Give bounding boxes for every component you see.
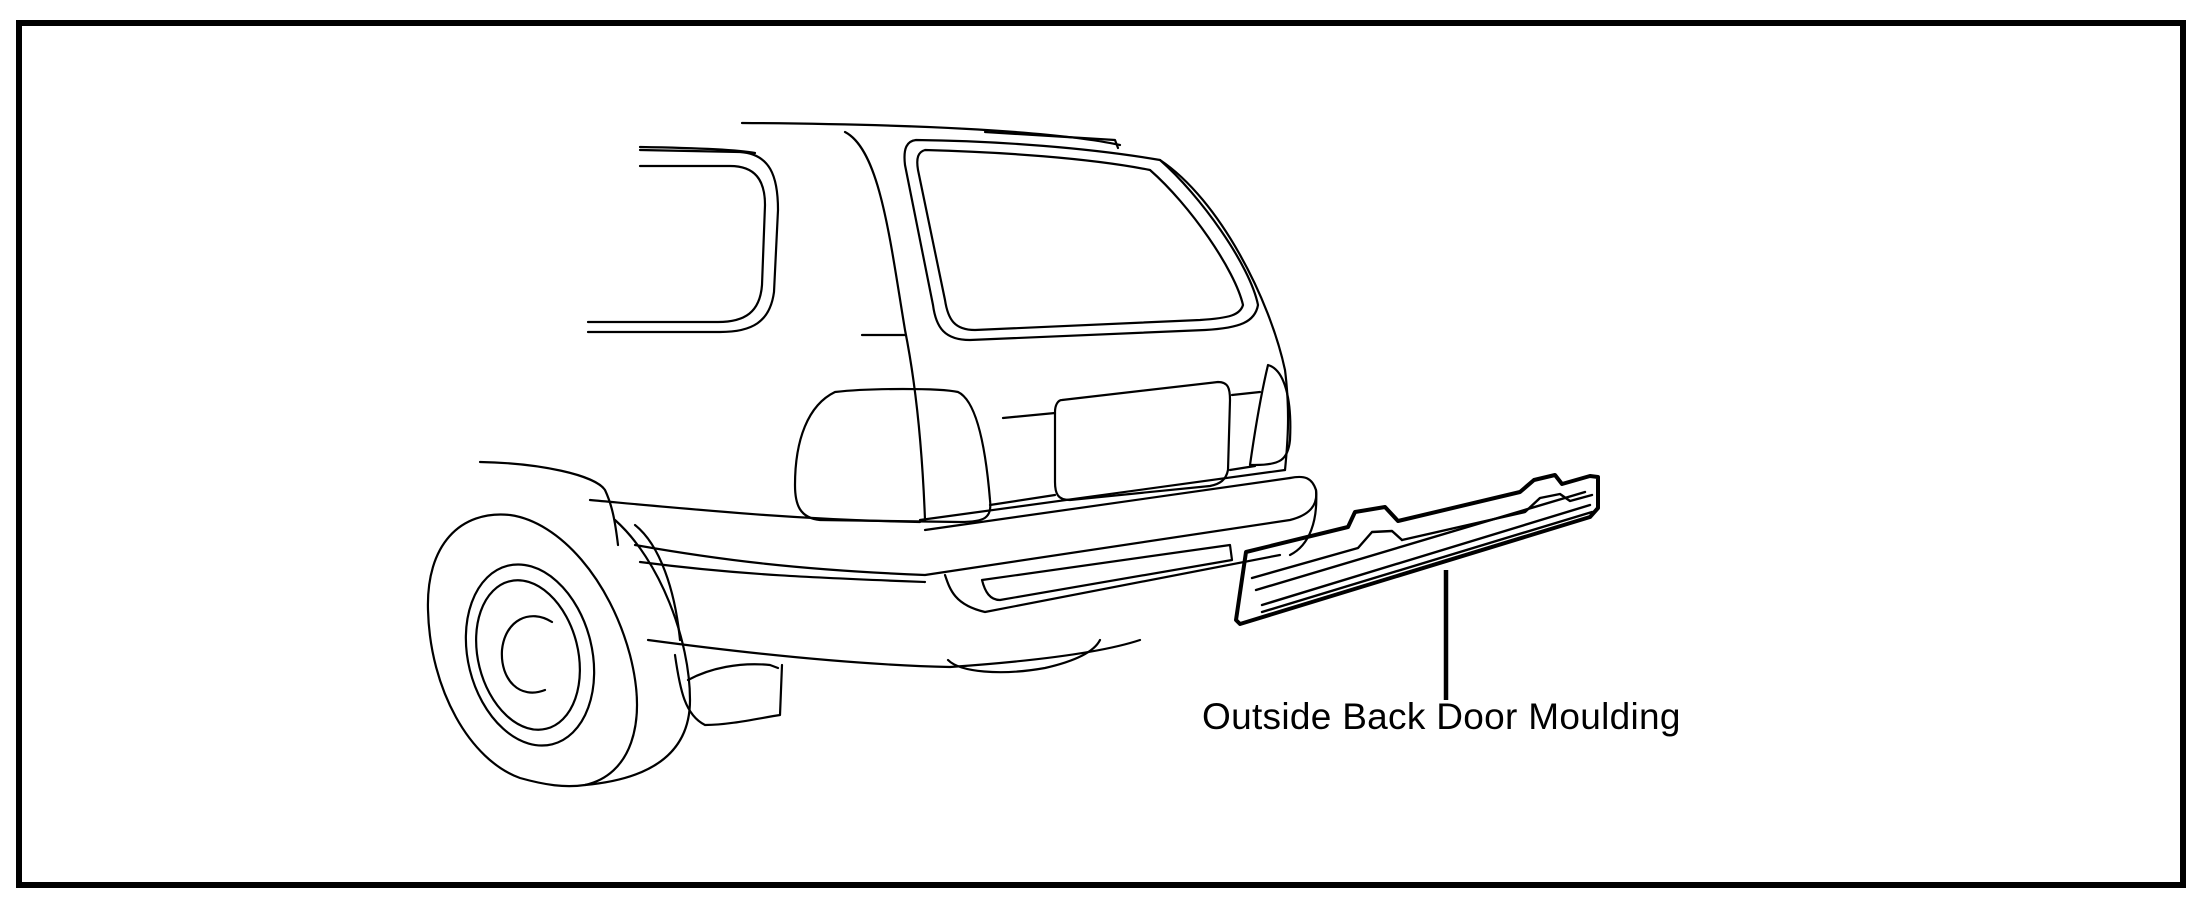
moulding-outline <box>1234 473 1600 626</box>
mudflap-inner <box>686 663 780 682</box>
license-plate-recess <box>1053 380 1232 502</box>
back-door-bottom-edge <box>918 468 1287 522</box>
diagram-border <box>16 20 2186 888</box>
roof-line <box>740 121 1122 147</box>
right-tail-light <box>1248 363 1292 467</box>
body-side-lower-line <box>588 498 922 524</box>
rear-bumper-bottom <box>646 638 1142 669</box>
rear-window-outer <box>903 138 1260 342</box>
callout-label-outside-back-door-moulding: Outside Back Door Moulding <box>1202 696 1681 737</box>
quarter-window-inner <box>586 164 767 324</box>
wheel-arch-edge <box>633 523 682 642</box>
rear-bumper-right-corner <box>1288 488 1318 557</box>
door-lower-trim-right <box>1228 464 1257 472</box>
roof-spoiler <box>983 130 1120 150</box>
plate-recess-right-trim <box>1230 390 1262 397</box>
rear-bumper-step-pad <box>980 543 1234 602</box>
moulding-top-ridge-2 <box>1400 492 1594 542</box>
left-tail-light <box>793 387 992 524</box>
rear-bumper-crease <box>638 560 927 584</box>
rear-bumper-step <box>943 553 1282 614</box>
rear-tyre-outer <box>426 513 638 788</box>
moulding-top-ridge <box>1250 529 1404 580</box>
wheel-rim-inner <box>475 579 581 731</box>
rear-fender-upper <box>478 460 620 547</box>
mudflap-outer <box>673 653 784 727</box>
rear-window-inner <box>916 148 1245 332</box>
quarter-window-outer <box>586 148 780 334</box>
suv-rear-illustration <box>426 121 1318 788</box>
roof-side-edge <box>638 145 757 155</box>
moulding-rib-3 <box>1260 510 1594 614</box>
wheel-hub <box>500 615 554 694</box>
back-door-right-edge <box>1158 158 1290 472</box>
rear-tyre-tread <box>583 518 692 787</box>
exhaust-underside <box>946 638 1102 674</box>
rear-bumper-top <box>633 475 1318 577</box>
moulding-rib-2 <box>1260 503 1592 607</box>
wheel-rim-outer <box>464 563 596 747</box>
plate-recess-left-trim <box>1001 411 1057 420</box>
outside-back-door-moulding <box>1234 473 1600 626</box>
d-pillar <box>843 130 927 522</box>
back-door-bottom-edge-2 <box>923 476 1292 532</box>
door-lower-trim-left <box>988 493 1057 507</box>
